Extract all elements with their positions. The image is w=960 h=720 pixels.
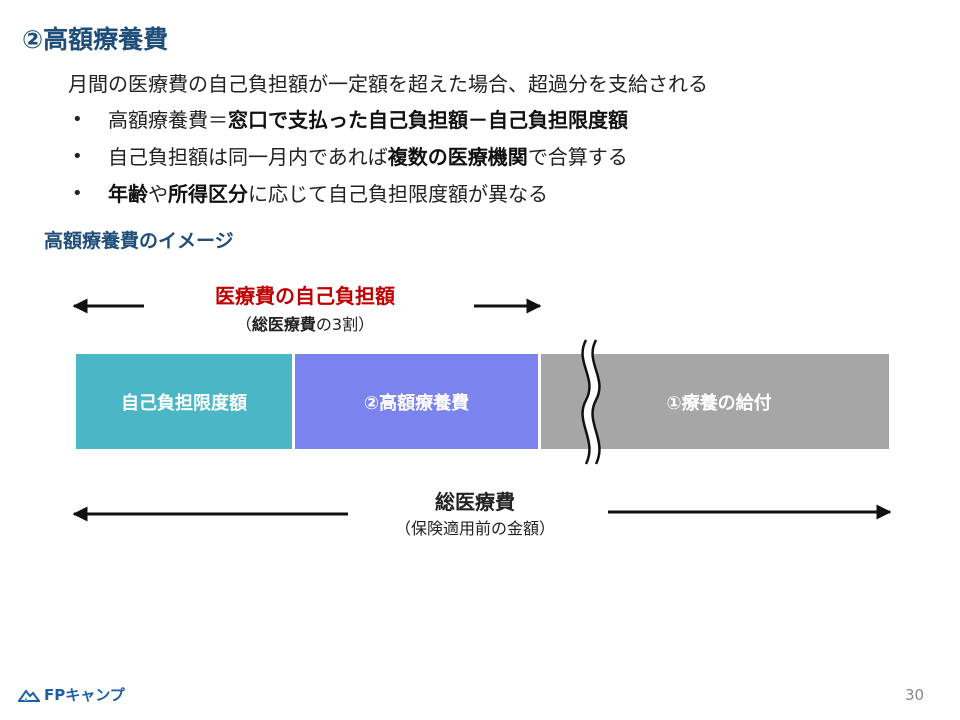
self-pay-sub-rest: の3割）	[315, 315, 375, 334]
paren-open: （	[235, 315, 252, 334]
page-number: 30	[905, 686, 925, 704]
bullet-item: • 自己負担額は同一月内であれば複数の医療機関で合算する	[68, 143, 628, 180]
lead-text: 月間の医療費の自己負担額が一定額を超えた場合、超過分を支給される	[68, 72, 708, 96]
bullet-text: 高額療養費＝	[108, 108, 228, 132]
mountain-logo-icon	[18, 688, 40, 702]
bullet-bold-text: 窓口で支払った自己負担額－自己負担限度額	[228, 108, 628, 132]
bullet-item: • 年齢や所得区分に応じて自己負担限度額が異なる	[68, 180, 628, 217]
bullet-bold-text: 複数の医療機関	[387, 145, 528, 169]
bullet-bold-text: 所得区分	[168, 182, 248, 206]
bullet-bold-text: 年齢	[108, 182, 148, 206]
total-sublabel: （保険適用前の金額）	[394, 519, 555, 538]
self-pay-sub-bold: 総医療費	[251, 315, 316, 334]
footer-logo: FPキャンプ	[18, 684, 125, 705]
segment-limit-label: 自己負担限度額	[121, 392, 247, 414]
bullet-item: • 高額療養費＝窓口で支払った自己負担額－自己負担限度額	[68, 106, 628, 143]
bullet-marker: •	[72, 146, 83, 167]
slide-title: ②高額療養費	[22, 25, 169, 54]
bullet-text: 自己負担額は同一月内であれば	[108, 145, 388, 169]
image-heading: 高額療養費のイメージ	[44, 230, 234, 252]
segment-ryouyou: ①療養の給付	[541, 354, 889, 449]
self-pay-sublabel: （総医療費の3割）	[150, 311, 460, 335]
bullet-text: で合算する	[527, 145, 628, 169]
bullet-marker: •	[72, 183, 83, 204]
segment-kougaku: ②高額療養費	[295, 354, 538, 449]
segment-ryouyou-label: ①療養の給付	[666, 392, 772, 414]
bullet-text: や	[148, 182, 168, 206]
bullet-marker: •	[72, 109, 83, 130]
self-pay-label: 医療費の自己負担額	[215, 284, 395, 308]
total-label: 総医療費	[435, 490, 515, 514]
break-mark-icon	[581, 337, 601, 467]
segment-limit: 自己負担限度額	[76, 354, 292, 449]
segment-kougaku-label: ②高額療養費	[363, 392, 470, 414]
logo-text: FPキャンプ	[44, 686, 125, 704]
bullet-list: • 高額療養費＝窓口で支払った自己負担額－自己負担限度額 • 自己負担額は同一月…	[68, 106, 628, 217]
bullet-text: に応じて自己負担限度額が異なる	[248, 182, 548, 206]
